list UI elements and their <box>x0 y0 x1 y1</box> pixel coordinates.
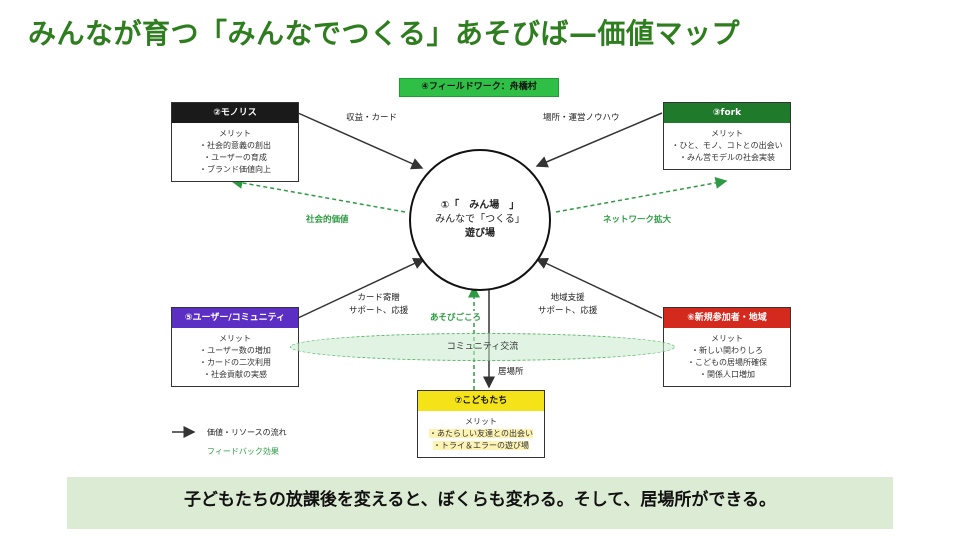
arrow-monolith <box>297 112 424 170</box>
merit-item: ・ユーザー数の増加 <box>199 346 271 355</box>
merit-item: ・新しい関わりしろ <box>691 346 763 355</box>
merit-item: ・あたらしい友達との出会い <box>429 429 533 438</box>
center-line3: 遊び場 <box>465 228 495 239</box>
node-merit-label: メリット <box>219 334 251 343</box>
center-line1: ①「 みん場 」 <box>440 200 520 211</box>
edge-label-monolith: 収益・カード <box>346 113 398 123</box>
edge-label-users: カード寄贈 サポート、応援 <box>349 293 409 316</box>
feedback-social <box>230 176 406 213</box>
merit-item: ・社会的意義の創出 <box>199 141 271 150</box>
legend-flow-label: 価値・リソースの流れ <box>207 428 287 437</box>
node-monolith: ②モノリス メリット ・社会的意義の創出 ・ユーザーの育成 ・ブランド価値向上 <box>171 102 299 182</box>
bottom-message-banner: 子どもたちの放課後を変えると、ぼくらも変わる。そして、居場所ができる。 <box>67 477 893 529</box>
arrow-newcomers <box>535 258 663 319</box>
node-merit-label: メリット <box>219 129 251 138</box>
arrow-fork <box>535 112 663 168</box>
merit-item: ・社会貢献の実感 <box>203 370 267 379</box>
edge-label-newcomers: 地域支援 サポート、応援 <box>538 293 598 316</box>
merit-item: ・ひと、モノ、コトとの出会い <box>671 141 783 150</box>
node-merit-label: メリット <box>711 334 743 343</box>
node-users-title: ⑤ユーザー/コミュニティ <box>172 308 298 328</box>
node-kids-title: ⑦こどもたち <box>418 391 544 411</box>
merit-item: ・こどもの居場所確保 <box>687 358 767 367</box>
merit-item: ・トライ＆エラーの遊び場 <box>433 441 529 450</box>
merit-item: ・ユーザーの育成 <box>203 153 267 162</box>
merit-item: ・関係人口増加 <box>699 370 755 379</box>
feedback-label-social: 社会的価値 <box>306 215 349 225</box>
node-newcomers-title: ⑥新規参加者・地域 <box>664 308 790 328</box>
center-playground: ①「 みん場 」 みんなで「つくる」 遊び場 <box>409 149 551 291</box>
merit-item: ・みん営モデルの社会実装 <box>679 153 775 162</box>
node-merit-label: メリット <box>465 417 497 426</box>
merit-item: ・カードの二次利用 <box>199 358 271 367</box>
node-fork: ③fork メリット ・ひと、モノ、コトとの出会い ・みん営モデルの社会実装 <box>663 102 791 170</box>
node-kids: ⑦こどもたち メリット ・あたらしい友達との出会い ・トライ＆エラーの遊び場 <box>417 390 545 458</box>
feedback-label-play: あそびごころ <box>430 311 482 323</box>
node-newcomers: ⑥新規参加者・地域 メリット ・新しい関わりしろ ・こどもの居場所確保 ・関係人… <box>663 307 791 387</box>
center-line2: みんなで「つくる」 <box>435 214 525 225</box>
page-title: みんなが育つ「みんなでつくる」あそびば—価値マップ <box>28 17 740 50</box>
edge-label-fork: 場所・運営ノウハウ <box>543 113 620 123</box>
node-users: ⑤ユーザー/コミュニティ メリット ・ユーザー数の増加 ・カードの二次利用 ・社… <box>171 307 299 387</box>
edge-label-kids: 居場所 <box>498 367 524 377</box>
legend-feedback-label: フィードバック効果 <box>207 447 279 456</box>
arrow-users <box>297 258 426 319</box>
feedback-network <box>555 176 728 213</box>
merit-item: ・ブランド価値向上 <box>199 165 271 174</box>
node-fork-title: ③fork <box>664 103 790 123</box>
feedback-label-network: ネットワーク拡大 <box>603 215 672 225</box>
fieldwork-label: ④フィールドワーク：舟橋村 <box>399 78 559 97</box>
node-monolith-title: ②モノリス <box>172 103 298 123</box>
node-merit-label: メリット <box>711 129 743 138</box>
community-exchange: コミュニティ交流 <box>290 333 675 361</box>
